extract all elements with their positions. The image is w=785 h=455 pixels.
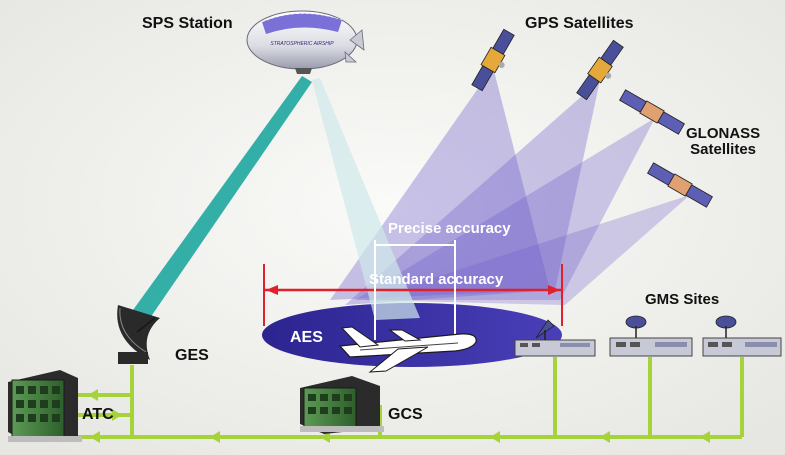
label-glonass-line1: GLONASS xyxy=(686,125,761,142)
glonass-satellite-1 xyxy=(619,89,685,135)
label-ges: GES xyxy=(175,347,209,364)
aircraft xyxy=(338,326,477,373)
airship-marking: STRATOSPHERIC AIRSHIP xyxy=(270,41,334,47)
standard-arrow-right xyxy=(548,285,560,295)
label-gms-sites: GMS Sites xyxy=(645,291,720,308)
sps-beam-aes xyxy=(312,78,420,320)
glonass-beam-1 xyxy=(355,118,655,300)
glonass-satellite-2 xyxy=(647,162,713,208)
label-atc: ATC xyxy=(82,406,114,423)
label-standard-accuracy: Standard accuracy xyxy=(369,271,504,288)
glonass-beam-2 xyxy=(365,195,690,305)
label-precise-accuracy: Precise accuracy xyxy=(388,220,511,237)
gps-satellite-2 xyxy=(576,39,624,101)
label-aes: AES xyxy=(290,329,323,346)
gms-site-1 xyxy=(514,319,596,357)
label-glonass-satellites: GLONASS Satellites xyxy=(686,126,760,158)
gms-site-2 xyxy=(609,315,693,357)
accuracy-markers xyxy=(263,240,563,340)
standard-arrow-left xyxy=(266,285,278,295)
flow-arrows xyxy=(88,389,710,443)
ges-dish xyxy=(117,305,160,364)
atc-building xyxy=(8,370,82,442)
sps-airship: STRATOSPHERIC AIRSHIP xyxy=(246,10,365,74)
gps-beam-2 xyxy=(345,80,600,305)
gps-satellite-1 xyxy=(471,28,515,92)
label-glonass-line2: Satellites xyxy=(690,140,757,158)
label-gcs: GCS xyxy=(388,406,423,423)
sps-beam-ges xyxy=(133,76,312,318)
label-gps-satellites: GPS Satellites xyxy=(525,15,634,32)
label-sps-station: SPS Station xyxy=(142,15,233,32)
gms-site-3 xyxy=(702,315,782,357)
gcs-building xyxy=(300,376,384,434)
